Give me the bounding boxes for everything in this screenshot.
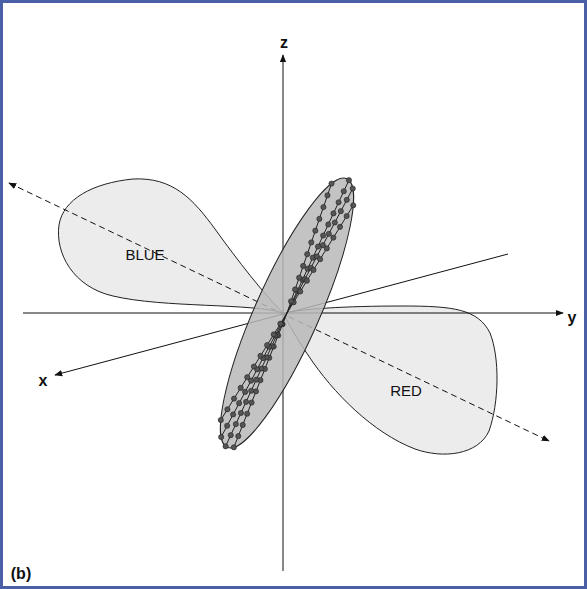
ray-dot (236, 434, 241, 439)
ray-dot (233, 421, 238, 426)
ray-dot (317, 216, 322, 221)
ray-dot (297, 275, 302, 280)
ray-dot (337, 224, 342, 229)
ray-line (221, 313, 287, 437)
ray-dot (231, 412, 236, 417)
ray-dot (326, 222, 331, 227)
ray-dot (315, 244, 320, 249)
ray-dot (332, 220, 337, 225)
ray-dot (331, 235, 336, 240)
ray-dot (271, 332, 276, 337)
ray-dot (243, 399, 248, 404)
ray-dot (338, 209, 343, 214)
ray-dot (243, 389, 248, 394)
ray-line (221, 313, 287, 420)
ray-dot (309, 240, 314, 245)
ray-dot (237, 401, 242, 406)
ray-dot (344, 213, 349, 218)
ray-dot (251, 364, 256, 369)
ray-dot (249, 400, 254, 405)
ray-dot (350, 186, 355, 191)
ray-dot (313, 228, 318, 233)
axis-label: x (39, 372, 48, 390)
lobe-region: RED (387, 382, 425, 401)
ray-line (287, 189, 353, 313)
orbit-disk (198, 166, 376, 461)
axis-label: z (280, 34, 288, 52)
blue-lobe (58, 179, 283, 313)
ray-dot (321, 205, 326, 210)
ray-dot (288, 299, 293, 304)
ray-dot (253, 389, 258, 394)
ray-dot (331, 211, 336, 216)
ray-dot (321, 233, 326, 238)
ray-dot (292, 287, 297, 292)
ray-dot (301, 263, 306, 268)
ray-line (287, 184, 332, 313)
ray-dot (278, 322, 283, 327)
lobe-label: BLUE (122, 246, 167, 265)
ray-dot (346, 178, 351, 183)
axes-illustration (3, 3, 584, 586)
ray-dot (231, 445, 236, 450)
ray-dot (336, 200, 341, 205)
ray-dot (325, 193, 330, 198)
ray-dot (225, 407, 230, 412)
ray-dot (258, 353, 263, 358)
ray-dot (304, 278, 309, 283)
ray-dot (278, 321, 283, 326)
ray-dot (329, 181, 334, 186)
ray-dot (326, 231, 331, 236)
lobe-region: BLUE (122, 246, 167, 265)
ray-dot (240, 422, 245, 427)
ray-dot (238, 410, 243, 415)
ray-dot (305, 252, 310, 257)
ray-line (287, 205, 353, 313)
ray-dot (311, 267, 316, 272)
ray-dot (245, 375, 250, 380)
ray-dot (324, 246, 329, 251)
ray-dot (254, 377, 259, 382)
ray-dot (219, 434, 224, 439)
axis-label: y (568, 309, 577, 327)
ray-line (234, 313, 287, 447)
ray-dot (351, 203, 356, 208)
ray-dot (238, 385, 243, 390)
ray-dot (341, 189, 346, 194)
ray-dot (344, 197, 349, 202)
ray-line (226, 313, 287, 446)
ray-dot (249, 388, 254, 393)
ray-dot (223, 444, 228, 449)
ray-dot (265, 342, 270, 347)
lobe-label: RED (387, 382, 425, 401)
ray-dot (245, 411, 250, 416)
ray-dot (318, 257, 323, 262)
ray-dot (231, 396, 236, 401)
ray-dot (298, 289, 303, 294)
panel-label: (b) (11, 565, 31, 583)
ray-dot (225, 423, 230, 428)
dotted-rays (218, 178, 356, 450)
ray-dot (218, 417, 223, 422)
ray-dot (228, 433, 233, 438)
ray-line (287, 180, 349, 313)
